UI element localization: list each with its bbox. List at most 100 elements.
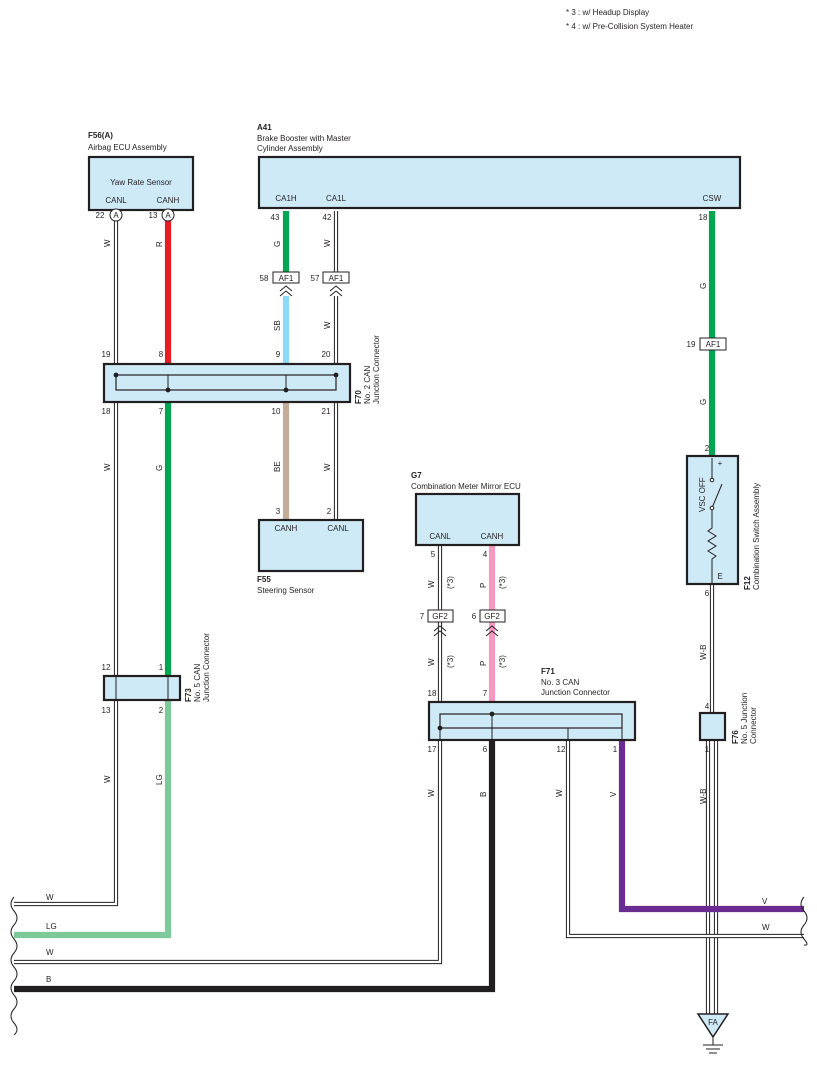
- ground-triangle-icon: [696, 1013, 730, 1039]
- f71-box: [427, 700, 637, 742]
- g7-pinnum-5: 5: [431, 550, 436, 559]
- f12-pin-6: 6: [705, 589, 710, 598]
- g7-combination-meter: G7 Combination Meter Mirror ECU CANL CAN…: [411, 471, 521, 559]
- wire-f71-b: [14, 740, 496, 993]
- g7-name: Combination Meter Mirror ECU: [411, 482, 521, 491]
- af1-58-tag: AF1: [279, 274, 294, 283]
- gf2-6-tag: GF2: [484, 612, 500, 621]
- f73-name1: No. 5 CAN: [193, 664, 202, 702]
- f56-pinnum-13: 13: [149, 211, 158, 220]
- f71-pin-1: 1: [613, 745, 618, 754]
- lbl-g7-note-1: (*3): [446, 576, 455, 589]
- gf2-7-tag: GF2: [432, 612, 448, 621]
- f12-pin-2: 2: [705, 444, 710, 453]
- f76-pin-1: 1: [705, 745, 710, 754]
- f70-pin-19: 19: [102, 350, 111, 359]
- f55-pinnum-2: 2: [327, 507, 332, 516]
- af1-58-pin: 58: [260, 274, 269, 283]
- g7-box: [414, 492, 521, 547]
- f70-pin-9: 9: [276, 350, 281, 359]
- f56-pinnum-22: 22: [96, 211, 105, 220]
- a41-pinnum-18: 18: [699, 213, 708, 222]
- a41-box: [257, 155, 742, 210]
- f70-pin-18: 18: [102, 407, 111, 416]
- lbl-f71-w2: W: [555, 789, 564, 797]
- note-precollision: * 4 : w/ Pre-Collision System Heater: [566, 22, 693, 31]
- a41-pinnum-42: 42: [323, 213, 332, 222]
- lbl-bot-lg: LG: [46, 922, 57, 931]
- gf2-7-pin: 7: [420, 612, 425, 621]
- f56-box: [87, 155, 195, 212]
- f12-switch-icon: [711, 483, 723, 509]
- lbl-bot-w2: W: [46, 948, 54, 957]
- lbl-f73-lg: LG: [155, 774, 164, 785]
- af1-57-chevron-icon: [329, 285, 343, 297]
- a41-brake-booster: A41 Brake Booster with Master Cylinder A…: [257, 123, 742, 222]
- f55-code: F55: [257, 575, 271, 584]
- f71-pin-18: 18: [428, 689, 437, 698]
- right-break: [800, 896, 808, 946]
- lbl-f70-g: G: [155, 465, 164, 471]
- f56-conn-a-1-label: A: [113, 211, 119, 220]
- f70-pin-10: 10: [272, 407, 281, 416]
- f71-name2: Junction Connector: [541, 688, 610, 697]
- lbl-f71-v: V: [609, 791, 618, 797]
- wire-f71-w: [14, 740, 443, 965]
- lbl-f70-w2: W: [323, 463, 332, 471]
- lbl-f73-w: W: [103, 775, 112, 783]
- f70-box: [102, 362, 352, 404]
- lbl-a41-ca1l: W: [323, 239, 332, 247]
- g7-code: G7: [411, 471, 422, 480]
- a41-pin-ca1l: CA1L: [326, 194, 347, 203]
- f76-name2: Connector: [749, 707, 758, 744]
- f76-box: [698, 711, 727, 742]
- f12-combination-switch: 2 6 + E VSC OFF F12 Combination Switch A…: [685, 444, 761, 598]
- left-break: [10, 896, 18, 1036]
- lbl-f12-wb: W-B: [699, 645, 708, 660]
- f12-switch-label: VSC OFF: [698, 477, 707, 512]
- f71-pin-17: 17: [428, 745, 437, 754]
- lbl-csw-g: G: [699, 283, 708, 289]
- wire-f56-canl: [14, 220, 119, 907]
- f73-junction-connector: 12 1 13 2 F73 No. 5 CAN Junction Connect…: [102, 633, 211, 715]
- f70-junction-connector: 19 8 9 20 18 7 10 21 F70 No. 2 CAN Junct…: [102, 335, 381, 416]
- gf2-6-chevron-icon: [485, 625, 499, 637]
- f70-code: F70: [354, 390, 363, 404]
- a41-pin-ca1h: CA1H: [275, 194, 297, 203]
- lbl-g7-w2: W: [427, 658, 436, 666]
- lbl-g7-w: W: [427, 580, 436, 588]
- g7-pinnum-4: 4: [483, 550, 488, 559]
- f12-plus: +: [718, 459, 723, 468]
- f71-junction-connector: F71 No. 3 CAN Junction Connector 18 7 17…: [427, 667, 637, 754]
- lbl-af1-w: W: [323, 321, 332, 329]
- f70-pin-21: 21: [322, 407, 331, 416]
- lbl-csw-g2: G: [699, 399, 708, 405]
- lbl-bot-w1: W: [46, 893, 54, 902]
- lbl-g7-p: P: [479, 583, 488, 588]
- f76-junction-connector: 4 1 F76 No. 5 Junction Connector: [698, 693, 758, 754]
- lbl-g7-p2: P: [479, 661, 488, 666]
- f55-pinnum-3: 3: [276, 507, 281, 516]
- lbl-f70-w: W: [103, 463, 112, 471]
- gf2-7-chevron-icon: [433, 625, 447, 637]
- a41-pin-csw: CSW: [703, 194, 722, 203]
- f56-pin-canh: CANH: [157, 196, 180, 205]
- lbl-bot-b: B: [46, 975, 51, 984]
- ground-symbol-icon: [703, 1037, 723, 1054]
- note-headup: * 3 : w/ Headup Display: [566, 8, 649, 17]
- f12-resistor-icon: [707, 458, 717, 584]
- af1-19-tag: AF1: [706, 340, 721, 349]
- f56-airbag-ecu: F56(A) Airbag ECU Assembly Yaw Rate Sens…: [87, 131, 195, 222]
- wire-f73-lg: [14, 700, 172, 939]
- f12-code: F12: [743, 576, 752, 590]
- af1-58-chevron-icon: [279, 285, 293, 297]
- wire-f71-v: [618, 740, 804, 913]
- f71-pin-6: 6: [483, 745, 488, 754]
- f55-pin-canh: CANH: [275, 524, 298, 533]
- lbl-f56-canl: W: [103, 239, 112, 247]
- af1-connector-19: AF1 19: [687, 337, 727, 351]
- f71-pin-7: 7: [483, 689, 488, 698]
- gf2-connector-6: GF2 6: [472, 609, 506, 637]
- af1-19-pin: 19: [687, 340, 696, 349]
